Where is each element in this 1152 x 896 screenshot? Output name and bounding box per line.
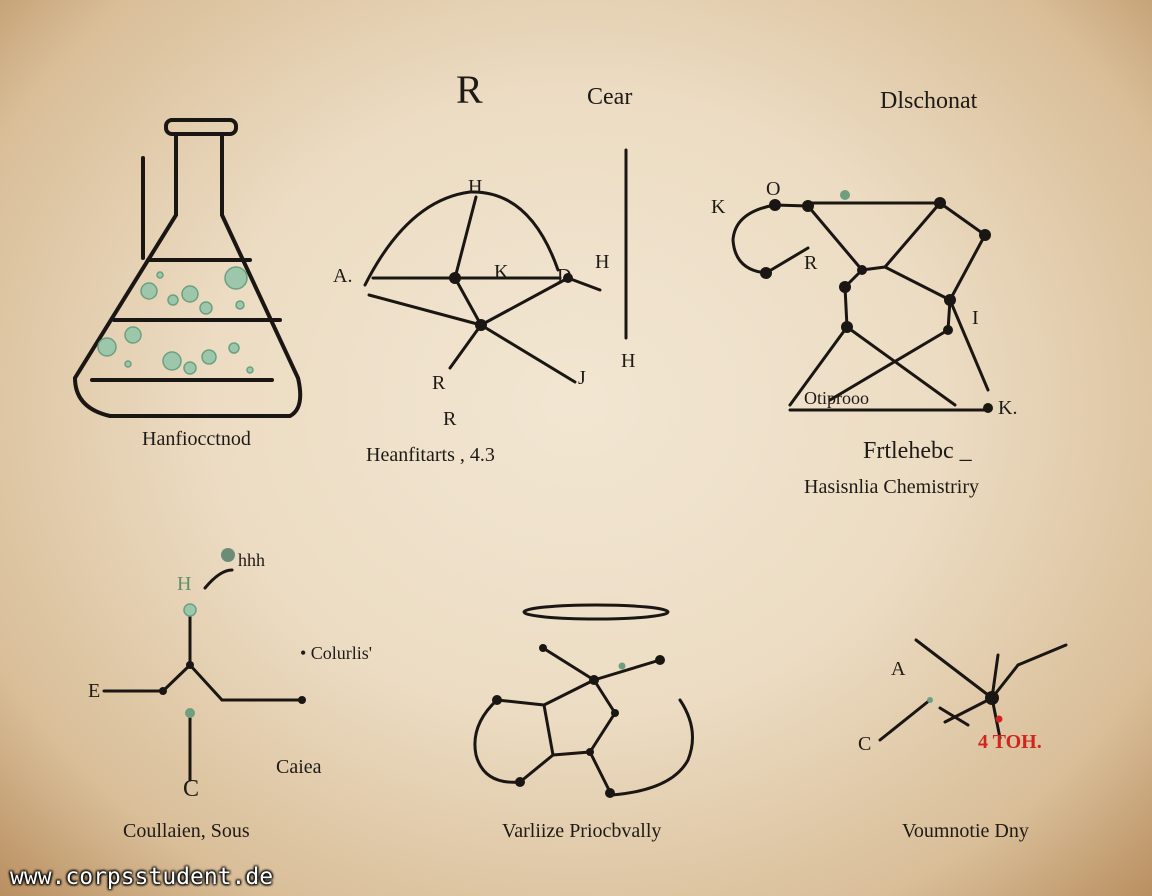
lower-left-nodes bbox=[159, 548, 306, 718]
atom-label-k-bottom: K. bbox=[998, 397, 1018, 419]
atom-label-k-left: K bbox=[711, 196, 726, 218]
center-molecule bbox=[363, 148, 628, 384]
center-molecule-nodes bbox=[449, 272, 573, 331]
atom-label-c-bottom: C bbox=[183, 776, 200, 802]
atom-label-otiprooo: Otiprooo bbox=[804, 388, 869, 408]
atom-label-columns: • Colurlis' bbox=[300, 643, 373, 663]
atom-label-r-left: R bbox=[432, 372, 446, 394]
atom-label-red: 4 TOH. bbox=[978, 731, 1042, 753]
center-caption: Heanfitarts , 4.3 bbox=[366, 444, 495, 466]
atom-label-a: A. bbox=[333, 265, 353, 287]
lower-middle-molecule bbox=[473, 603, 694, 797]
lower-middle-nodes bbox=[492, 644, 665, 798]
atom-label-d: D bbox=[557, 265, 572, 287]
lower-middle-caption: Varliize Priocbvally bbox=[502, 820, 662, 842]
atom-label-c-lower: C bbox=[858, 733, 872, 755]
atom-label-h-top: H bbox=[468, 176, 483, 198]
atom-label-j: J bbox=[578, 367, 586, 389]
atom-label-i: I bbox=[972, 307, 979, 329]
atom-label-h-line: H bbox=[621, 350, 636, 372]
lower-middle-green-atom bbox=[618, 662, 626, 670]
lower-right-green-atom bbox=[927, 697, 933, 703]
lower-right-red-atom bbox=[995, 715, 1003, 723]
atom-label-k: K bbox=[494, 261, 509, 283]
top-word-center: Cear bbox=[587, 84, 633, 110]
right-molecule bbox=[731, 201, 990, 412]
atom-label-a-lower: A bbox=[891, 658, 906, 680]
lower-left-caption: Coullaien, Sous bbox=[123, 820, 250, 842]
right-molecule-nodes bbox=[760, 197, 993, 413]
atom-label-hhh: hhh bbox=[238, 550, 265, 570]
top-word-right: Dlschonat bbox=[880, 88, 978, 114]
atom-label-h-right: H bbox=[595, 251, 610, 273]
atom-label-o: O bbox=[766, 178, 781, 200]
right-title: Frtlehebc _ bbox=[863, 438, 972, 464]
title-letter: R bbox=[456, 67, 483, 112]
right-caption: Hasisnlia Chemistriry bbox=[804, 476, 979, 498]
green-atom bbox=[840, 190, 850, 200]
atom-label-e: E bbox=[88, 680, 101, 702]
flask-drawing bbox=[72, 118, 303, 418]
lower-right-molecule bbox=[878, 638, 1068, 742]
flask-bubbles bbox=[97, 266, 254, 375]
watermark-url: www.corpsstudent.de bbox=[10, 864, 274, 890]
lower-right-node bbox=[985, 691, 999, 705]
atom-label-r-bottom: R bbox=[443, 408, 457, 430]
lower-right-caption: Voumnotie Dny bbox=[902, 820, 1029, 842]
atom-label-caiea: Caiea bbox=[276, 756, 322, 778]
atom-label-h-green: H bbox=[177, 573, 192, 595]
atom-label-r-right: R bbox=[804, 252, 818, 274]
flask-caption: Hanfiocctnod bbox=[142, 428, 251, 450]
lower-left-molecule bbox=[102, 568, 304, 782]
